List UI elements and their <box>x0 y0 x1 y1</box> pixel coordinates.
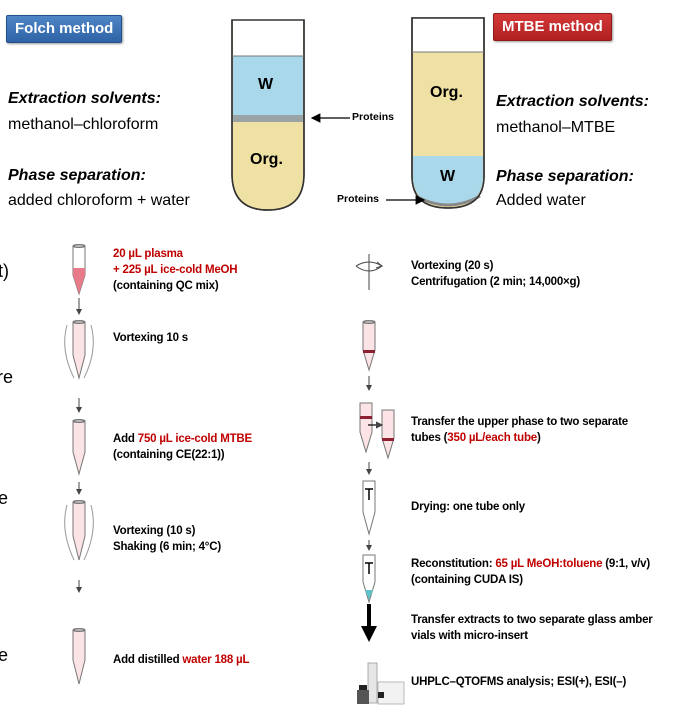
cut-text-4: e <box>0 645 9 665</box>
left-step-2: Vortexing 10 s <box>113 330 188 346</box>
left-tube-4 <box>64 500 94 561</box>
left-step-3-line-2: (containing CE(22:1)) <box>113 449 225 461</box>
folch-organic-label: Org. <box>250 151 283 168</box>
left-step-4-line-1: Vortexing (10 s) <box>113 525 196 537</box>
left-step-3-amount: 750 µL ice-cold MTBE <box>137 433 253 445</box>
right-tube-1 <box>362 320 376 372</box>
right-step-6: UHPLC–QTOFMS analysis; ESI(+), ESI(–) <box>411 674 626 690</box>
right-step-4-amount: 65 µL MeOH:toluene <box>495 558 603 570</box>
left-step-2-line-1: Vortexing 10 s <box>113 332 188 344</box>
big-down-arrow <box>361 604 377 642</box>
uhplc-instrument-icon <box>357 662 405 705</box>
folch-tube <box>231 19 305 211</box>
right-tube-dry <box>362 480 376 536</box>
right-step-1: Vortexing (20 s) Centrifugation (2 min; … <box>411 258 580 290</box>
mtbe-tube <box>411 17 485 209</box>
right-step-2-amount: 350 µL/each tube <box>447 432 538 444</box>
folch-phase-text: added chloroform + water <box>8 192 190 209</box>
left-step-4: Vortexing (10 s) Shaking (6 min; 4°C) <box>113 523 221 555</box>
folch-method-badge: Folch method <box>6 15 123 43</box>
mtbe-water-label: W <box>440 168 456 185</box>
left-step-4-line-2: Shaking (6 min; 4°C) <box>113 541 221 553</box>
mtbe-organic-label: Org. <box>430 84 463 101</box>
left-step-5: Add distilled water 188 µL <box>113 652 249 668</box>
folch-extraction-heading: Extraction solvents: <box>8 90 161 107</box>
cut-text-3: e <box>0 488 9 508</box>
right-step-2-suffix: ) <box>537 432 541 444</box>
cut-text-2: re <box>0 367 14 387</box>
left-step-1: 20 µL plasma + 225 µL ice-cold MeOH (con… <box>113 246 238 294</box>
right-step-4-prefix: Reconstitution: <box>411 558 496 570</box>
mtbe-extraction-text: methanol–MTBE <box>496 119 616 136</box>
left-step-5-prefix: Add distilled <box>113 654 183 666</box>
right-tube-reconst <box>362 554 376 604</box>
right-step-2: Transfer the upper phase to two separate… <box>411 414 628 446</box>
mtbe-extraction-heading: Extraction solvents: <box>496 93 649 110</box>
left-step-1-line-3: (containing QC mix) <box>113 280 219 292</box>
proteins-label-mtbe: Proteins <box>337 193 380 205</box>
left-step-1-line-1: 20 µL plasma <box>113 248 183 260</box>
right-step-2-line-1: Transfer the upper phase to two separate <box>411 416 628 428</box>
right-step-6-line-1: UHPLC–QTOFMS analysis; ESI(+), ESI(–) <box>411 676 627 688</box>
folch-water-label: W <box>258 76 274 93</box>
right-step-1-line-1: Vortexing (20 s) <box>411 260 494 272</box>
left-tube-5 <box>72 628 86 685</box>
right-step-5: Transfer extracts to two separate glass … <box>411 612 653 644</box>
vortex-icon <box>355 254 384 290</box>
right-step-4: Reconstitution: 65 µL MeOH:toluene (9:1,… <box>411 556 650 588</box>
right-step-1-line-2: Centrifugation (2 min; 14,000×g) <box>411 276 581 288</box>
mtbe-method-badge: MTBE method <box>493 13 612 41</box>
right-step-4-ratio: (9:1, v/v) <box>602 558 650 570</box>
right-tubes-transfer <box>359 402 395 460</box>
folch-extraction-text: methanol–chloroform <box>8 116 159 133</box>
right-step-3-line-1: Drying: one tube only <box>411 501 525 513</box>
left-step-5-amount: water 188 µL <box>182 654 250 666</box>
left-tube-3 <box>72 419 86 476</box>
proteins-label-folch: Proteins <box>352 111 395 123</box>
right-step-2-prefix: tubes ( <box>411 432 448 444</box>
cut-text-1: t) <box>0 261 9 281</box>
left-tube-1 <box>72 244 86 296</box>
right-step-5-line-1: Transfer extracts to two separate glass … <box>411 614 653 626</box>
left-step-3-prefix: Add <box>113 433 138 445</box>
folch-phase-heading: Phase separation: <box>8 167 146 184</box>
right-step-4-line-2: (containing CUDA IS) <box>411 574 523 586</box>
left-step-3: Add 750 µL ice-cold MTBE (containing CE(… <box>113 431 252 463</box>
right-step-5-line-2: vials with micro-insert <box>411 630 528 642</box>
right-step-3: Drying: one tube only <box>411 499 525 515</box>
left-step-1-line-2: + 225 µL ice-cold MeOH <box>113 264 238 276</box>
mtbe-phase-heading: Phase separation: <box>496 168 634 185</box>
left-tube-2 <box>64 320 94 380</box>
mtbe-phase-text: Added water <box>496 192 586 209</box>
